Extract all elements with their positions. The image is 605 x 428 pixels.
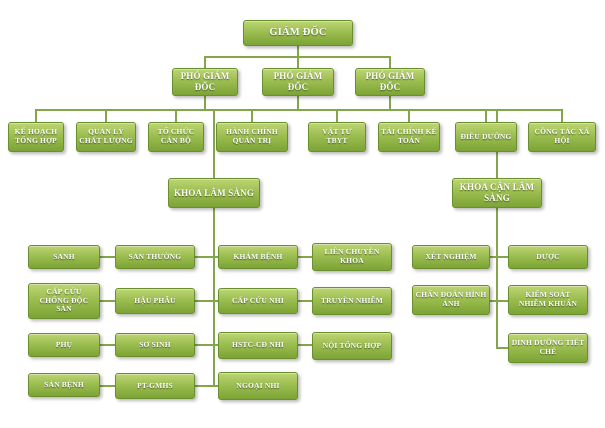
connector-dept1-drop <box>35 109 37 123</box>
org-node-xet-nghiem: XÉT NGHIỆM <box>412 245 490 269</box>
connector-dept3-drop <box>175 109 177 123</box>
connector-dept5-drop <box>336 109 338 123</box>
org-node-lien-chuyen-khoa: LIÊN CHUYÊN KHOA <box>312 243 392 271</box>
org-node-hanh-chinh-quan-tri: HÀNH CHÍNH QUẢN TRỊ <box>216 122 288 152</box>
connector-clinical-row2 <box>64 300 352 302</box>
connector-deputy1-drop <box>204 56 206 68</box>
org-node-ke-hoach-tong-hop: KẾ HOẠCH TỔNG HỢP <box>8 122 64 152</box>
org-node-ngoai-nhi: NGOẠI NHI <box>218 372 298 400</box>
org-node-director: GIÁM ĐỐC <box>243 20 353 46</box>
connector-deputy2-down <box>297 96 299 111</box>
org-node-deputy-director-3: PHÓ GIÁM ĐỐC <box>355 68 425 96</box>
connector-clinical-trunk <box>213 208 215 387</box>
org-node-khoa-lam-sang: KHOA LÂM SÀNG <box>168 178 260 208</box>
connector-dept2-drop <box>105 109 107 123</box>
connector-paraclinical-row1 <box>451 256 548 258</box>
org-node-truyen-nhiem: TRUYỀN NHIỄM <box>312 287 392 315</box>
org-node-hstc-cd-nhi: HSTC-CĐ NHI <box>218 332 298 359</box>
org-node-cong-tac-xa-hoi: CÔNG TÁC XÃ HỘI <box>528 122 596 152</box>
org-node-vat-tu-tbyt: VẬT TƯ TBYT <box>308 122 366 152</box>
connector-paraclinical-row2 <box>451 300 548 302</box>
org-node-chan-doan-hinh-anh: CHẨN ĐOÁN HÌNH ẢNH <box>412 285 490 315</box>
org-node-duoc: DƯỢC <box>508 245 588 269</box>
connector-deputy1-down <box>204 96 206 111</box>
org-node-cap-cuu-chong-doc-san: CẤP CỨU CHỐNG ĐỘC SẢN <box>28 283 100 319</box>
connector-deputy3-down <box>389 96 391 111</box>
org-node-kiem-soat-nhiem-khuan: KIỂM SOÁT NHIỄM KHUẨN <box>508 285 588 315</box>
org-node-to-chuc-can-bo: TỔ CHỨC CÁN BỘ <box>148 122 204 152</box>
org-node-dinh-duong-tiet-che: DINH DƯỠNG TIẾT CHẾ <box>508 333 588 363</box>
org-node-tai-chinh-ke-toan: TÀI CHÍNH KẾ TOÁN <box>378 122 440 152</box>
connector-dept6-drop <box>408 109 410 123</box>
org-node-khoa-can-lam-sang: KHOA CẬN LÂM SÀNG <box>452 178 542 208</box>
org-node-hau-phau: HẬU PHẪU <box>115 288 195 314</box>
org-node-deputy-director-2: PHÓ GIÁM ĐỐC <box>262 68 334 96</box>
org-node-so-sinh: SƠ SINH <box>115 333 195 357</box>
org-node-dieu-duong: ĐIỀU DƯỠNG <box>455 122 517 152</box>
org-node-deputy-director-1: PHÓ GIÁM ĐỐC <box>172 68 238 96</box>
connector-root-drop <box>297 46 299 57</box>
org-node-san-thuong: SẢN THƯỜNG <box>115 245 195 269</box>
connector-clinical-drop <box>213 109 215 179</box>
org-node-sanh: SANH <box>28 245 100 269</box>
org-node-cap-cuu-nhi: CẤP CỨU NHI <box>218 288 298 314</box>
connector-clinical-row1 <box>64 256 352 258</box>
connector-clinical-row3 <box>64 344 352 346</box>
connector-dept8-drop <box>561 109 563 123</box>
connector-department-bus <box>35 109 563 111</box>
org-node-san-benh: SẢN BỆNH <box>28 373 100 397</box>
org-node-kham-benh: KHÁM BỆNH <box>218 245 298 269</box>
connector-dept4-drop <box>251 109 253 123</box>
connector-paraclinical-trunk <box>496 208 498 349</box>
connector-dept7-drop <box>485 109 487 123</box>
org-node-quan-ly-chat-luong: QUẢN LÝ CHẤT LƯỢNG <box>76 122 136 152</box>
connector-deputy2-drop <box>297 56 299 68</box>
org-node-phu: PHỤ <box>28 333 100 357</box>
org-node-pt-gmhs: PT-GMHS <box>115 373 195 399</box>
connector-deputy3-drop <box>389 56 391 68</box>
org-node-noi-tong-hop: NỘI TỔNG HỢP <box>312 332 392 360</box>
